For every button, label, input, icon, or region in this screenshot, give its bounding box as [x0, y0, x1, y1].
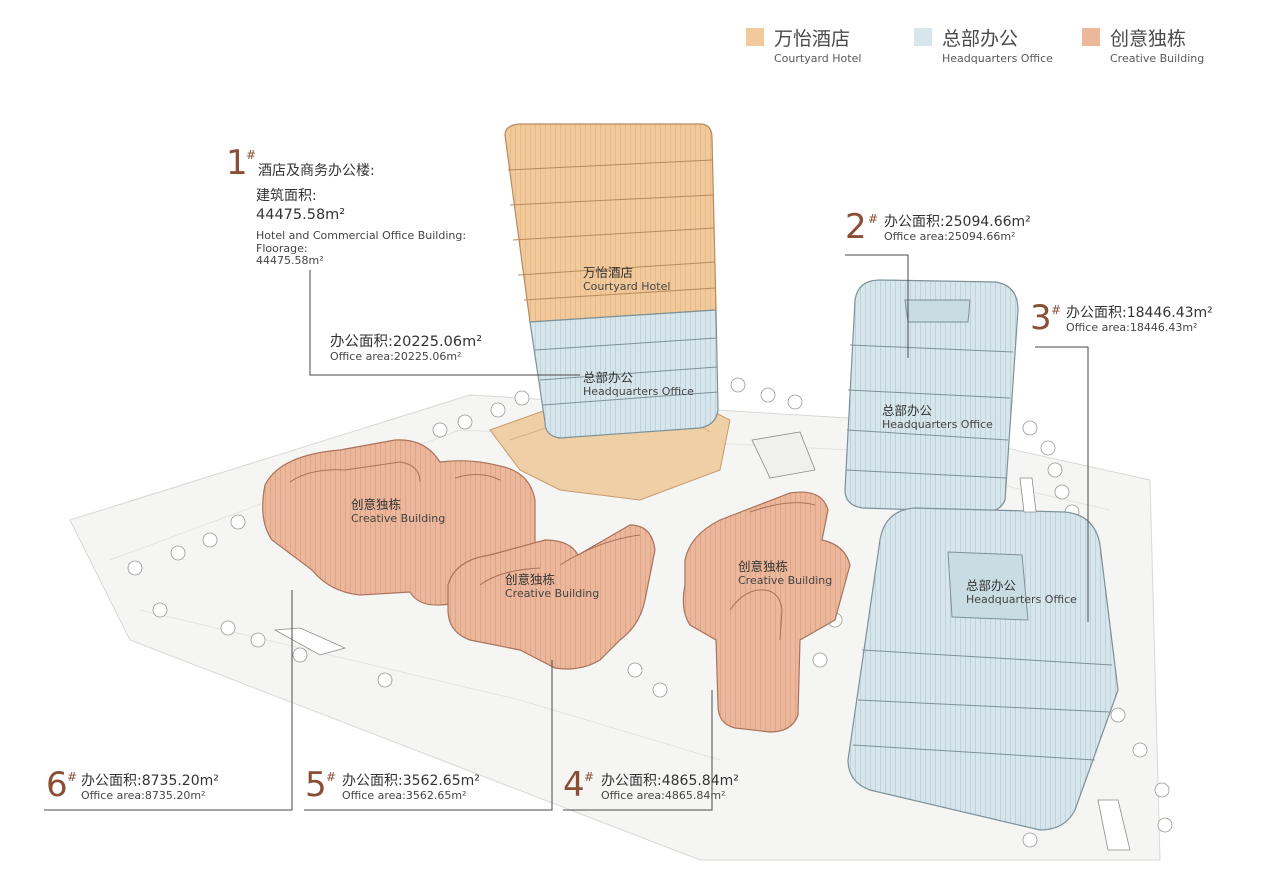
- building-6-office-area-cn: 办公面积:8735.20m²: [81, 773, 219, 789]
- label-cn: 总部办公: [583, 370, 634, 385]
- building-1-floorage-en: Floorage:: [256, 242, 308, 255]
- building-6-office-area-en: Office area:8735.20m²: [81, 789, 206, 802]
- building-1-area-cn: 44475.58m²: [256, 207, 346, 223]
- building-number: 5: [305, 765, 327, 805]
- legend-label-cn: 总部办公: [942, 28, 1019, 50]
- building-3-office-area-en: Office area:18446.43m²: [1066, 321, 1198, 334]
- building-1-title-en: Hotel and Commercial Office Building:: [256, 229, 467, 242]
- label-cn: 万怡酒店: [583, 265, 634, 280]
- legend-label-cn: 创意独栋: [1110, 28, 1187, 50]
- legend-label-en: Courtyard Hotel: [774, 52, 862, 65]
- label-cn: 创意独栋: [505, 572, 556, 587]
- building-4-office-area-cn: 办公面积:4865.84m²: [601, 773, 739, 789]
- building-hash: #: [326, 770, 337, 784]
- label-en: Creative Building: [738, 574, 833, 587]
- label-creative-building-5: 创意独栋 Creative Building: [505, 572, 599, 600]
- building-5-office-area-cn: 办公面积:3562.65m²: [342, 773, 480, 789]
- label-hq-building-3: 总部办公 Headquarters Office: [966, 578, 1077, 606]
- building-5-creative: [447, 524, 656, 670]
- label-hq-tower1: 总部办公 Headquarters Office: [583, 370, 694, 398]
- building-2-office-area-en: Office area:25094.66m²: [884, 230, 1016, 243]
- label-en: Headquarters Office: [882, 418, 993, 431]
- building-number: 3: [1030, 298, 1052, 338]
- label-en: Headquarters Office: [966, 593, 1077, 606]
- label-en: Headquarters Office: [583, 385, 694, 398]
- building-number: 1: [226, 143, 248, 183]
- building-4-office-area-en: Office area:4865.84m²: [601, 789, 726, 802]
- label-hq-building-2: 总部办公 Headquarters Office: [882, 403, 993, 431]
- building-1-office-area-cn: 办公面积:20225.06m²: [330, 334, 483, 350]
- building-1-office-area-en: Office area:20225.06m²: [330, 350, 462, 363]
- label-hotel: 万怡酒店 Courtyard Hotel: [583, 265, 670, 293]
- building-hash: #: [868, 212, 879, 226]
- building-4-creative: [682, 491, 851, 733]
- building-hash: #: [1051, 303, 1062, 317]
- label-creative-building-6: 创意独栋 Creative Building: [351, 497, 445, 525]
- building-1-tower: [504, 123, 719, 439]
- building-number: 4: [563, 765, 585, 805]
- label-en: Creative Building: [351, 512, 446, 525]
- building-number: 6: [46, 765, 68, 805]
- legend-label-en: Creative Building: [1110, 52, 1205, 65]
- building-1-area-en: 44475.58m²: [256, 254, 324, 267]
- label-cn: 创意独栋: [738, 559, 789, 574]
- building-1-title-cn: 酒店及商务办公楼:: [258, 163, 375, 179]
- building-2-office-area-cn: 办公面积:25094.66m²: [884, 214, 1031, 230]
- legend-swatch-office: [914, 28, 932, 46]
- building-hash: #: [246, 148, 257, 162]
- legend-label-en: Headquarters Office: [942, 52, 1053, 65]
- building-5-office-area-en: Office area:3562.65m²: [342, 789, 467, 802]
- legend-swatch-hotel: [746, 28, 764, 46]
- building-hash: #: [584, 770, 595, 784]
- label-en: Courtyard Hotel: [583, 280, 671, 293]
- label-cn: 总部办公: [966, 578, 1017, 593]
- label-en: Creative Building: [505, 587, 600, 600]
- legend-label-cn: 万怡酒店: [774, 28, 851, 50]
- label-cn: 创意独栋: [351, 497, 402, 512]
- label-cn: 总部办公: [882, 403, 933, 418]
- building-1-area-label-cn: 建筑面积:: [256, 188, 317, 204]
- building-number: 2: [845, 207, 867, 247]
- legend-swatch-creative: [1082, 28, 1100, 46]
- building-2-office: [844, 279, 1019, 513]
- label-creative-building-4: 创意独栋 Creative Building: [738, 559, 832, 587]
- building-3-office-area-cn: 办公面积:18446.43m²: [1066, 305, 1213, 321]
- building-hash: #: [67, 770, 78, 784]
- building-3-office: [847, 507, 1119, 831]
- leader-lines: [44, 254, 1089, 811]
